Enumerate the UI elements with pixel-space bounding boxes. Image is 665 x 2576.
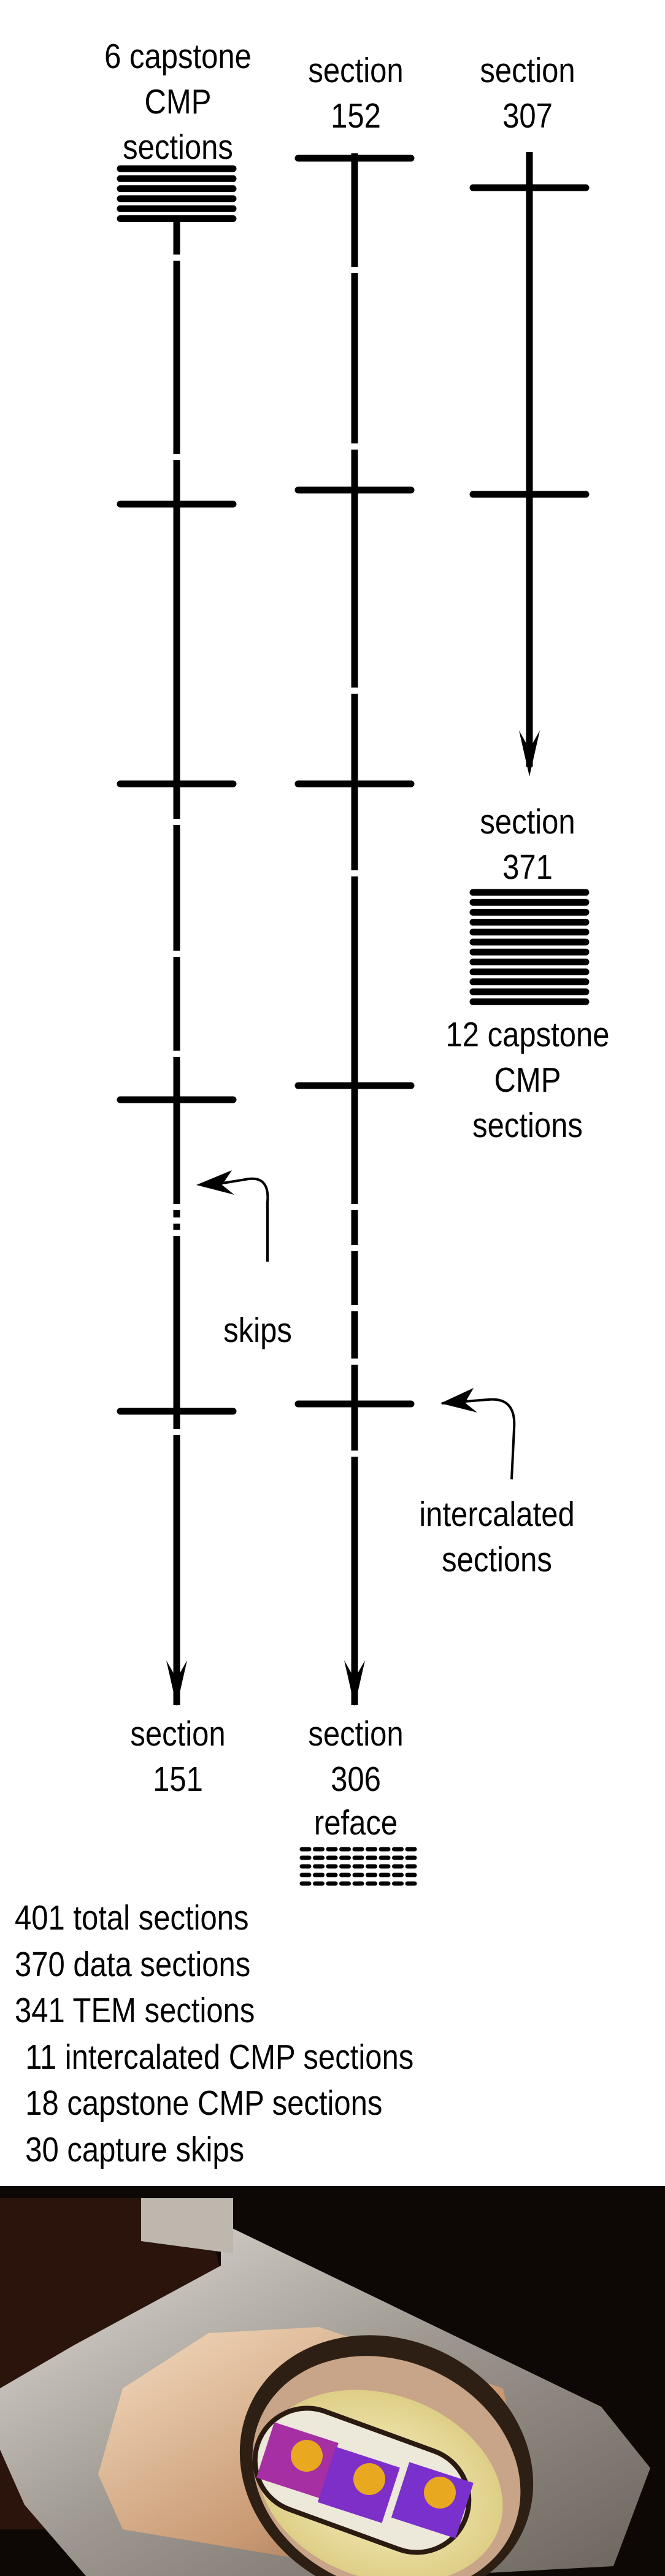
- column-2-timeline: [294, 153, 417, 1886]
- stat-capstone: 18 capstone CMP sections: [25, 2083, 383, 2123]
- column-3-arrowhead-icon: [519, 730, 540, 776]
- skips-pointer-line: [211, 1177, 269, 1262]
- column-3-timeline: [469, 152, 590, 1005]
- stat-total: 401 total sections: [15, 1898, 249, 1938]
- stat-skips: 30 capture skips: [25, 2129, 245, 2169]
- grid-holder-illustration: [0, 2186, 665, 2576]
- column-1-timeline: [117, 165, 237, 1706]
- stat-intercalated: 11 intercalated CMP sections: [25, 2037, 414, 2077]
- section-timeline-diagram: [117, 152, 590, 1886]
- column-2-arrowhead-icon: [344, 1660, 365, 1706]
- annotation-arrows: [196, 1170, 516, 1480]
- skips-arrowhead-icon: [196, 1170, 234, 1195]
- sections-on-grid: [256, 2422, 474, 2539]
- stat-data: 370 data sections: [15, 1944, 251, 1984]
- skips-label: skips: [223, 1311, 292, 1350]
- stat-tem: 341 TEM sections: [15, 1991, 255, 2030]
- column-1-arrowhead-icon: [166, 1660, 187, 1706]
- section-stats: 401 total sections 370 data sections 341…: [15, 1895, 413, 2173]
- reface-label: reface: [313, 1803, 398, 1842]
- grid-holder-photo: [0, 2186, 665, 2576]
- intercalated-pointer-line: [441, 1398, 516, 1480]
- intercalated-arrowhead-icon: [440, 1388, 477, 1413]
